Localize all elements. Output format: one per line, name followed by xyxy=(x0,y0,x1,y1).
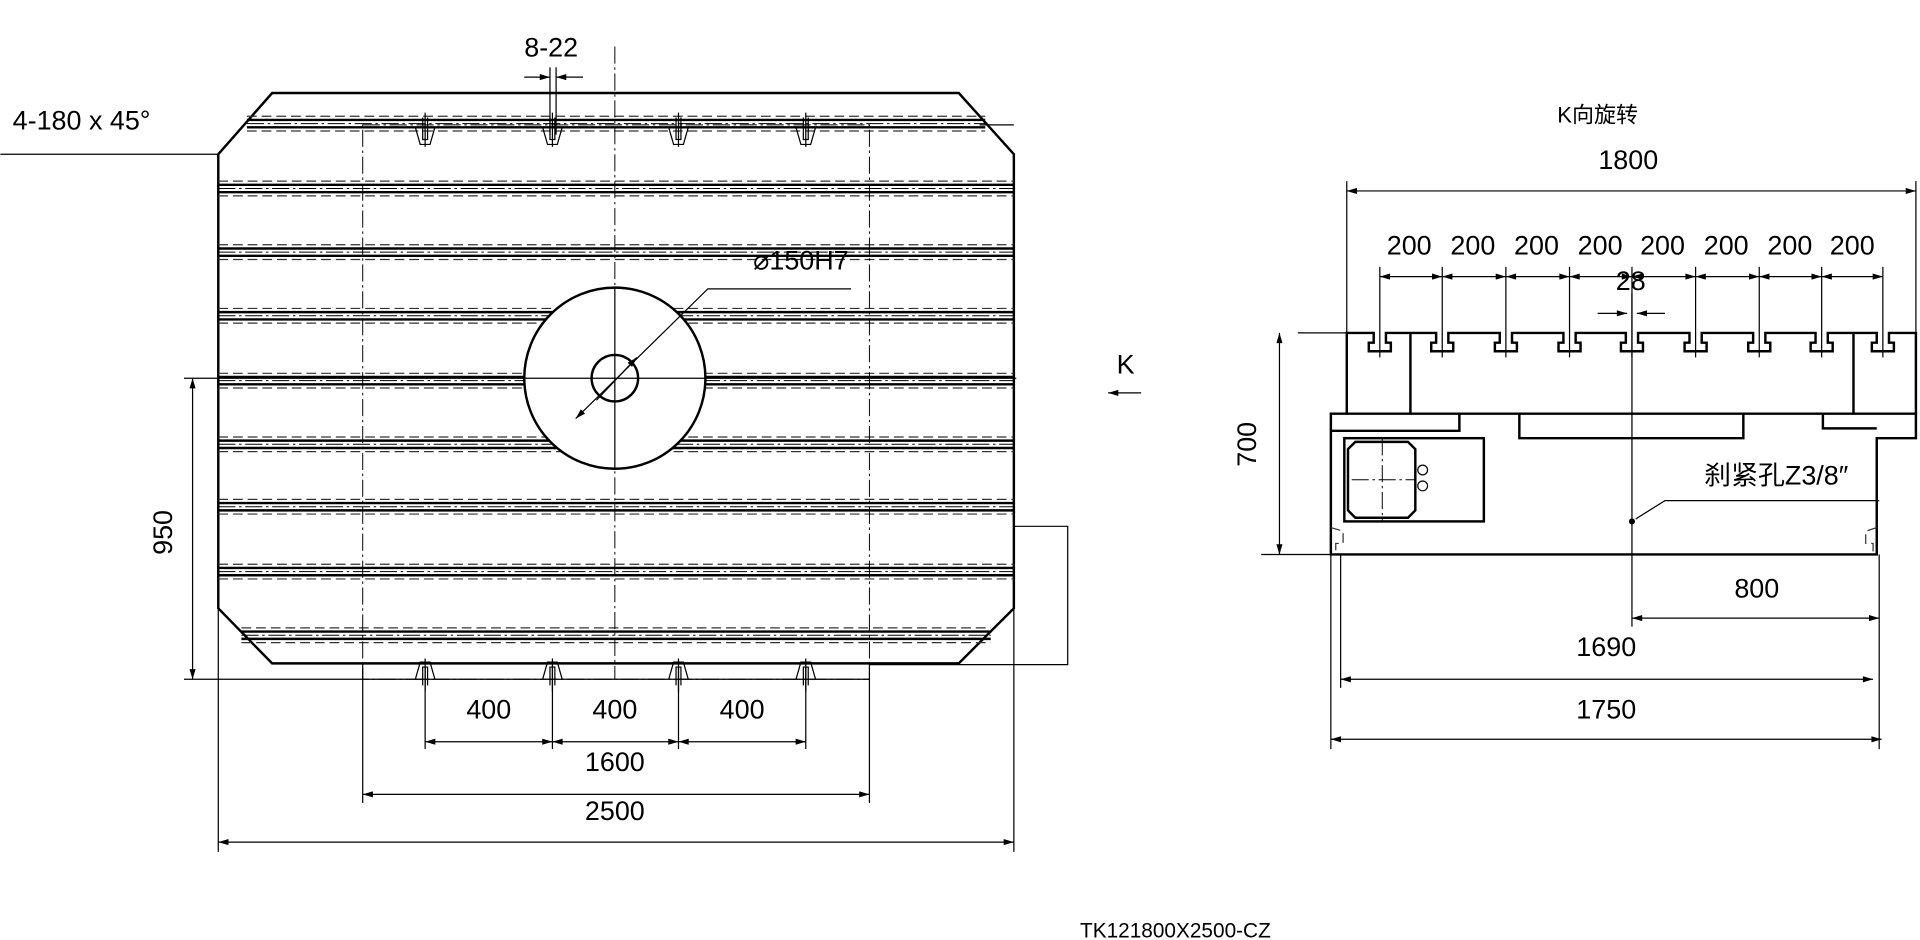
t-slot-symbol xyxy=(414,112,436,147)
bore-label: ⌀150H7 xyxy=(753,245,848,275)
slot-pitch-dimensions: 200 200 200 200 200 200 200 200 xyxy=(1379,231,1884,358)
side-total-width-label: 1800 xyxy=(1598,145,1658,175)
pitch-label: 200 xyxy=(1640,231,1685,261)
motor-housing xyxy=(1343,436,1486,523)
side-height-label: 700 xyxy=(1232,422,1262,467)
height-label: 950 xyxy=(148,510,178,555)
chamfer-label: 4-180 x 45° xyxy=(13,106,151,136)
clamp-hole-label: 刹紧孔Z3/8″ xyxy=(1704,461,1849,491)
spacing-label-2: 400 xyxy=(592,694,637,724)
pitch-label: 200 xyxy=(1830,231,1875,261)
side-view-title: K向旋转 xyxy=(1557,102,1638,127)
side-view: K向旋转 1800 200 200 200 200 200 200 200 200 28 刹紧… xyxy=(1232,102,1918,750)
center-bore xyxy=(590,353,640,403)
pitch-label: 200 xyxy=(1767,231,1812,261)
drawing-number: TK121800X2500-CZ xyxy=(1080,920,1271,940)
pitch-label: 200 xyxy=(1704,231,1749,261)
pitch-label: 200 xyxy=(1578,231,1623,261)
side-slot-width-label: 28 xyxy=(1616,266,1646,296)
inner-width-label: 1600 xyxy=(585,747,645,777)
view-marker: K xyxy=(1117,349,1135,379)
base-width-label: 1690 xyxy=(1576,632,1636,662)
side-bracket xyxy=(869,525,1069,666)
pitch-label: 200 xyxy=(1450,231,1495,261)
table-outline xyxy=(217,91,1016,665)
t-slot-symbol xyxy=(795,112,817,147)
spacing-label-1: 400 xyxy=(466,694,511,724)
clamp-hole-leader xyxy=(1635,499,1880,520)
plan-view: ⌀150H7 4-180 x 45° 8-22 950 400 400 400 … xyxy=(0,32,1142,852)
overall-width-label: 1750 xyxy=(1576,694,1636,724)
t-slot-symbol xyxy=(542,112,563,147)
offset-label: 800 xyxy=(1734,573,1779,603)
pitch-label: 200 xyxy=(1387,231,1432,261)
spacing-label-3: 400 xyxy=(720,694,765,724)
slot-width-label: 8-22 xyxy=(524,32,578,62)
t-slot-symbol xyxy=(668,112,689,147)
total-width-label: 2500 xyxy=(585,796,645,826)
pitch-label: 200 xyxy=(1514,231,1559,261)
